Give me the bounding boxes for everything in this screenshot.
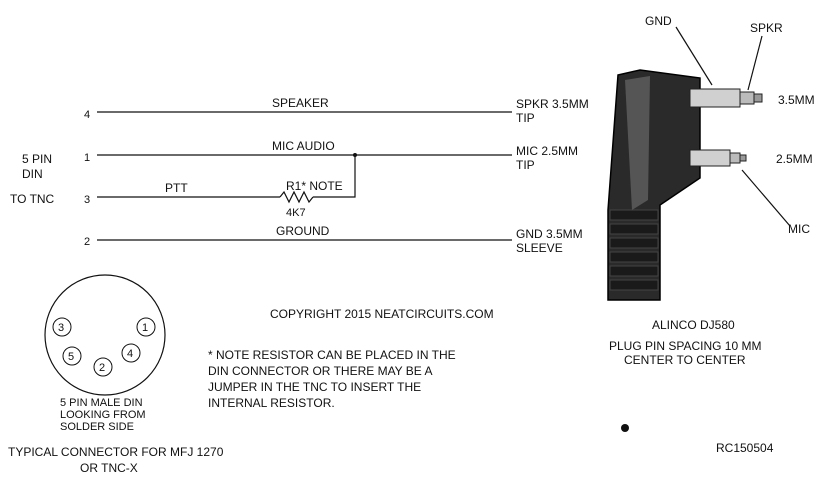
mic-audio-label: MIC AUDIO [272,139,335,153]
typical-connector-line2: OR TNC-X [80,461,138,475]
speaker-label: SPEAKER [272,96,329,110]
note-line1: * NOTE RESISTOR CAN BE PLACED IN THE [208,348,456,362]
gnd-dest-line1: GND 3.5MM [516,227,583,241]
plug-illustration [607,69,763,301]
din-pin-1 [136,317,156,337]
din-pin-4-label: 4 [127,348,133,360]
gnd-callout-line [675,26,713,86]
gnd-label: GND [645,14,672,28]
radio-model: ALINCO DJ580 [652,318,735,332]
resistor-symbol [279,190,314,204]
spacing-line1: PLUG PIN SPACING 10 MM [609,339,761,353]
resistor-link-wire [313,155,356,198]
connector-caption-line2: LOOKING FROM [60,409,146,421]
connector-caption-line1: 5 PIN MALE DIN [60,397,143,409]
ptt-label: PTT [165,181,188,195]
pin-number-4: 4 [84,109,90,121]
junction-dot [353,153,357,157]
dot-mark [621,424,629,432]
typical-connector-line1: TYPICAL CONNECTOR FOR MFJ 1270 [8,445,224,459]
din-pin-3-label: 3 [58,322,64,334]
note-line4: INTERNAL RESISTOR. [208,396,335,410]
plug-pin-35 [689,88,763,108]
din-label-line2: DIN [22,167,43,181]
din-pin-5 [62,346,82,366]
mic-dest-line2: TIP [516,158,535,172]
mic-callout-line [741,169,791,227]
din-pin-1-label: 1 [142,322,148,334]
gnd-dest-line2: SLEEVE [516,241,563,255]
pin-number-1: 1 [84,152,90,164]
note-line3: JUMPER IN THE TNC TO INSERT THE [208,380,421,394]
din-connector: 3 1 5 4 2 [44,274,166,396]
spacing-line2: CENTER TO CENTER [624,353,746,367]
spkr-dest-line1: SPKR 3.5MM [516,97,589,111]
din-pin-2 [93,357,113,377]
spkr-callout-line [747,35,763,91]
size-35-label: 3.5MM [778,93,815,107]
note-line2: DIN CONNECTOR OR THERE MAY BE A [208,364,432,378]
din-pin-2-label: 2 [99,362,105,374]
din-pin-4 [121,343,141,363]
din-pin-5-label: 5 [68,351,74,363]
din-pin-3 [52,317,72,337]
ground-label: GROUND [276,224,330,238]
pin-number-3: 3 [84,194,90,206]
to-tnc-label: TO TNC [10,192,55,206]
spkr-dest-line2: TIP [516,111,535,125]
reference-code: RC150504 [716,441,774,455]
resistor-label: R1* NOTE [286,179,343,193]
connector-caption-line3: SOLDER SIDE [60,421,134,433]
mic-dest-line1: MIC 2.5MM [516,144,578,158]
copyright: COPYRIGHT 2015 NEATCIRCUITS.COM [270,307,494,321]
pin-number-2: 2 [84,236,90,248]
din-label-line1: 5 PIN [22,152,52,166]
plug-pin-25 [689,149,747,167]
mic-label: MIC [788,222,810,236]
spkr-label: SPKR [750,21,783,35]
resistor-value: 4K7 [286,207,306,219]
size-25-label: 2.5MM [776,152,813,166]
